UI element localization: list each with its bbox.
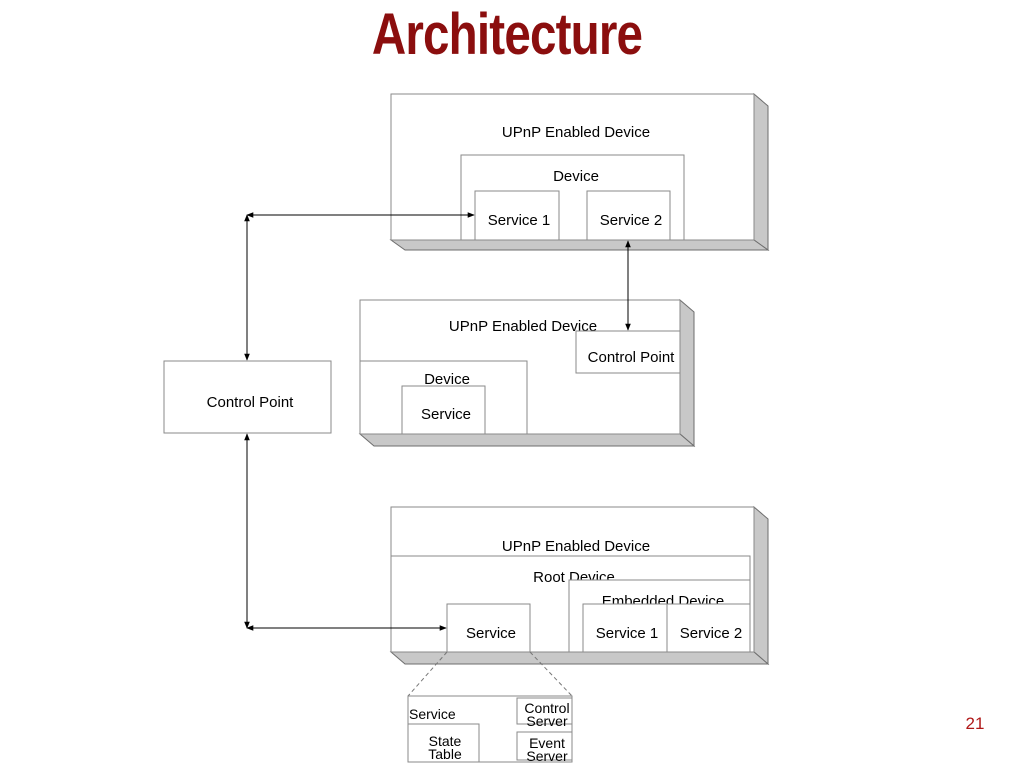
device-top-service-2-box	[586, 190, 671, 241]
control-server-box	[516, 697, 573, 725]
device-bottom-service: Service	[466, 625, 516, 642]
upnp-device-middle: UPnP Enabled Device Control Point Device…	[358, 298, 696, 448]
device-top-bottom-shadow	[389, 239, 770, 251]
device-bottom-service-1: Service 1	[596, 625, 659, 642]
page-number: 21	[965, 714, 985, 733]
device-top-side-shadow	[753, 92, 769, 251]
connectors	[244, 212, 631, 631]
upnp-device-top: UPnP Enabled Device Device Service 1 Ser…	[389, 92, 770, 251]
device-middle-control-point: Control Point	[588, 349, 676, 366]
device-bottom-title: UPnP Enabled Device	[502, 538, 650, 555]
upnp-device-bottom: UPnP Enabled Device Root Device Embedded…	[389, 505, 770, 666]
control-server-line2: Server	[526, 713, 568, 729]
state-table-line1: State	[429, 733, 462, 749]
device-bottom-bottom-shadow	[389, 651, 770, 665]
control-point-label: Control Point	[207, 394, 295, 411]
service-detail-label: Service	[409, 706, 456, 722]
slide-title: Architecture	[371, 2, 643, 67]
zoom-line-left	[407, 651, 448, 697]
device-bottom-service-2: Service 2	[680, 625, 743, 642]
device-middle-service-box	[401, 385, 486, 435]
device-bottom-service-2-box	[666, 603, 751, 653]
device-middle-service: Service	[421, 406, 471, 423]
control-point-node: Control Point	[163, 360, 332, 434]
device-top-service-1: Service 1	[488, 212, 551, 229]
device-middle-side-shadow	[679, 298, 695, 448]
device-middle-bottom-shadow	[358, 433, 696, 447]
device-top-title: UPnP Enabled Device	[502, 124, 650, 141]
device-bottom-side-shadow	[753, 505, 769, 666]
device-bottom-service-1-box	[582, 603, 668, 653]
event-server-line1: Event	[529, 735, 565, 751]
device-top-device-label: Device	[553, 168, 599, 185]
event-server-line2: Server	[526, 748, 568, 764]
device-top-service-1-box	[474, 190, 560, 241]
control-server-line1: Control	[524, 700, 569, 716]
device-top-service-2: Service 2	[600, 212, 663, 229]
state-table-line2: Table	[428, 746, 462, 762]
control-point-box	[163, 360, 332, 434]
device-middle-control-point-box	[575, 330, 681, 374]
device-bottom-service-box	[446, 603, 531, 653]
state-table-box	[407, 723, 480, 763]
event-server-box	[516, 731, 573, 761]
device-middle-device-label: Device	[424, 371, 470, 388]
service-detail: Service State Table Control Server Event…	[407, 651, 573, 764]
zoom-line-right	[529, 651, 573, 697]
device-middle-title: UPnP Enabled Device	[449, 318, 597, 335]
